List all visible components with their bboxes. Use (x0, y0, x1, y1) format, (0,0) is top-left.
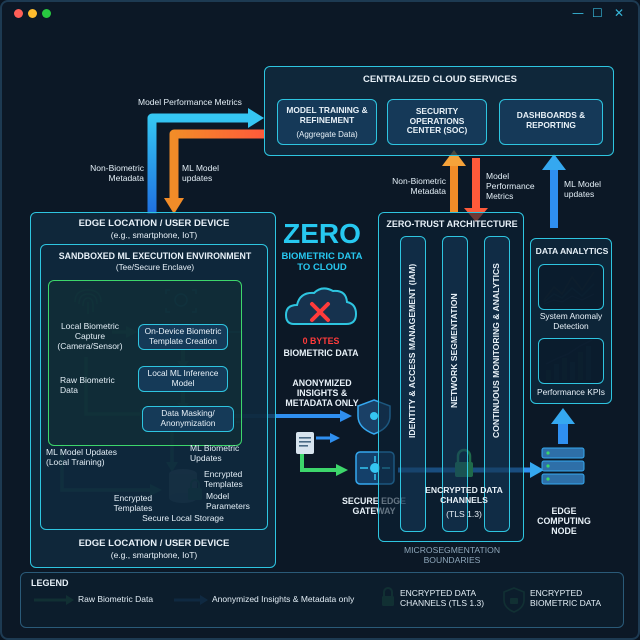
anonymized-label: ANONYMIZED INSIGHTS & METADATA ONLY (285, 378, 359, 409)
channels-sub: (TLS 1.3) (446, 509, 482, 519)
document-icon (296, 432, 314, 454)
model-training-label: MODEL TRAINING & REFINEMENT (286, 105, 368, 125)
raw-biometric-label: Raw Biometric Data (60, 375, 115, 395)
non-biometric-metadata-label: Non-Biometric Metadata (90, 163, 144, 183)
monitoring-column[interactable]: CONTINUOUS MONITORING & ANALYTICS (484, 236, 510, 532)
channels-label: ENCRYPTED DATA CHANNELS (425, 485, 503, 505)
soc-box[interactable]: SECURITY OPERATIONS CENTER (SOC) (387, 99, 487, 145)
ml-model-updates-label: ML Model updates (182, 163, 220, 183)
model-performance-metrics-right-label: Model Performance Metrics (486, 171, 535, 201)
iam-label: IDENTITY & ACCESS MANAGEMENT (IAM) (407, 263, 417, 439)
legend-anonymized: Anonymized Insights & Metadata only (212, 594, 355, 604)
ml-model-updates-right-label: ML Model updates (564, 179, 602, 199)
sandbox-title: SANDBOXED ML EXECUTION ENVIRONMENT (58, 251, 252, 261)
kpi-label: Performance KPIs (537, 387, 605, 397)
server-icon (541, 447, 585, 485)
ml-biometric-updates-label: ML Biometric Updates (190, 443, 240, 463)
cloud-icon (284, 287, 358, 325)
inference-model-box[interactable]: Local ML Inference Model (138, 366, 228, 392)
edge-bottom-subtitle: (e.g., smartphone, IoT) (110, 550, 198, 560)
network-segmentation-label: NETWORK SEGMENTATION (449, 293, 459, 409)
model-training-sub: (Aggregate Data) (296, 130, 358, 139)
analytics-title: DATA ANALYTICS (535, 246, 609, 256)
dashboards-box[interactable]: DASHBOARDS & REPORTING (499, 99, 603, 145)
model-performance-metrics-label: Model Performance Metrics (138, 97, 242, 107)
kpi-chart-box[interactable] (538, 338, 604, 384)
edge-subtitle: (e.g., smartphone, IoT) (110, 230, 198, 240)
zero-trust-title: ZERO-TRUST ARCHITECTURE (386, 219, 518, 229)
monitoring-label: CONTINUOUS MONITORING & ANALYTICS (491, 263, 501, 439)
cloud-services-panel: CENTRALIZED CLOUD SERVICES MODEL TRAININ… (264, 66, 614, 156)
zero-subheading: BIOMETRIC DATA TO CLOUD (281, 251, 363, 273)
microsegmentation-label: MICROSEGMENTATION BOUNDARIES (403, 545, 501, 565)
close-dot[interactable] (14, 9, 23, 18)
legend-encrypted-channels: ENCRYPTED DATA CHANNELS (TLS 1.3) (400, 588, 485, 608)
maximize-dot[interactable] (42, 9, 51, 18)
legend-raw-biometric: Raw Biometric Data (78, 594, 154, 604)
close-icon[interactable]: ✕ (614, 6, 625, 20)
model-parameters-label: Model Parameters (206, 491, 250, 511)
cloud-services-title: CENTRALIZED CLOUD SERVICES (363, 74, 517, 85)
minimize-icon[interactable]: — (572, 6, 584, 20)
data-masking-label: Data Masking/ Anonymization (160, 408, 216, 428)
edge-title: EDGE LOCATION / USER DEVICE (78, 218, 230, 229)
metrics-flow-arrow (147, 113, 248, 214)
inference-model-label: Local ML Inference Model (147, 368, 219, 388)
edge-bottom-title: EDGE LOCATION / USER DEVICE (78, 538, 230, 549)
non-biometric-metadata-right-label: Non-Biometric Metadata (392, 176, 446, 196)
ml-model-updates-local-label: ML Model Updates (Local Training) (46, 447, 118, 467)
zero-bytes-sub: BIOMETRIC DATA (283, 348, 359, 358)
legend-encrypted-biometric: ENCRYPTED BIOMETRIC DATA (530, 588, 601, 608)
red-x-icon (310, 302, 330, 322)
local-capture-label: Local Biometric Capture (Camera/Sensor) (57, 321, 123, 351)
template-creation-box[interactable]: On-Device Biometric Template Creation (138, 324, 228, 350)
soc-label: SECURITY OPERATIONS CENTER (SOC) (406, 106, 468, 136)
legend-title: LEGEND (31, 578, 69, 588)
gateway-label: SECURE EDGE GATEWAY (341, 496, 407, 517)
zero-bytes: 0 BYTES (302, 336, 340, 346)
iam-column[interactable]: IDENTITY & ACCESS MANAGEMENT (IAM) (400, 236, 426, 532)
legend-panel: LEGEND (20, 572, 624, 628)
data-masking-box[interactable]: Data Masking/ Anonymization (142, 406, 234, 432)
encrypted-templates-left-label: Encrypted Templates (113, 493, 153, 513)
secure-storage-label: Secure Local Storage (142, 513, 224, 523)
template-creation-label: On-Device Biometric Template Creation (144, 326, 222, 346)
anomaly-chart-box[interactable] (538, 264, 604, 310)
network-segmentation-column[interactable]: NETWORK SEGMENTATION (442, 236, 468, 532)
model-training-box[interactable]: MODEL TRAINING & REFINEMENT (Aggregate D… (277, 99, 377, 145)
anomaly-label: System Anomaly Detection (539, 311, 603, 331)
title-bar: — ☐ ✕ (2, 2, 638, 24)
encrypted-templates-right-label: Encrypted Templates (204, 469, 243, 489)
dashboards-label: DASHBOARDS & REPORTING (516, 110, 586, 130)
sandbox-subtitle: (Tee/Secure Enclave) (115, 263, 195, 272)
model-updates-arrow (169, 129, 264, 200)
restore-icon[interactable]: ☐ (592, 6, 603, 20)
zero-heading: ZERO (283, 218, 361, 249)
minimize-dot[interactable] (28, 9, 37, 18)
edge-node-label: EDGE COMPUTING NODE (537, 506, 591, 537)
